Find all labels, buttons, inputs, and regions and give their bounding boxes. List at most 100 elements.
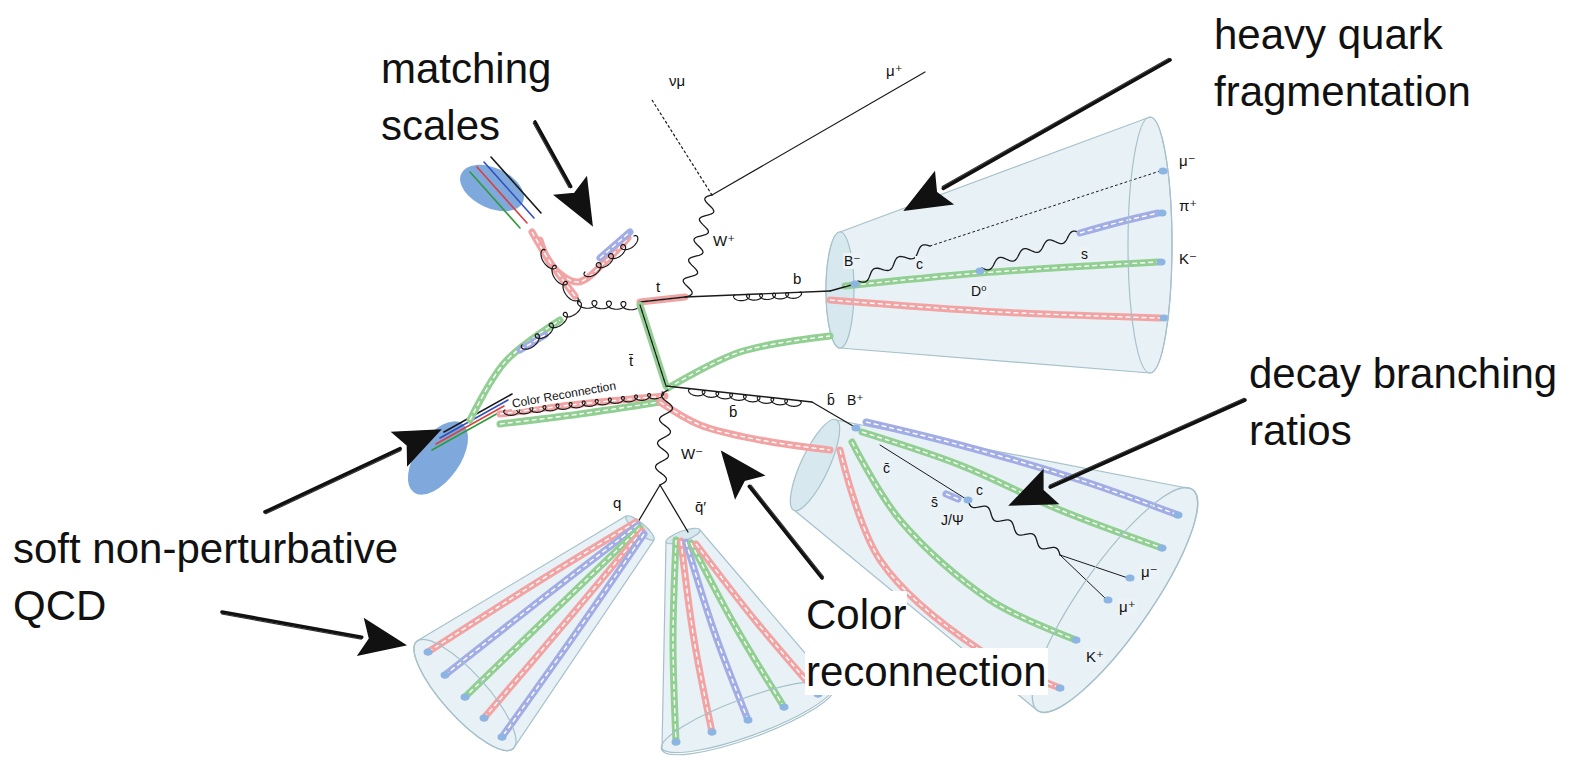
annotation-arrow: [222, 612, 362, 637]
particle-label-box: b̄: [728, 403, 738, 420]
hadron-dot: [1104, 597, 1113, 604]
quark-track: [502, 534, 644, 737]
particle-label: J/Ψ: [940, 512, 965, 528]
annotation-arrow: [1050, 400, 1245, 487]
track-core: [696, 544, 818, 694]
gluon-line: [577, 300, 640, 310]
particle-label: μ⁺: [1118, 598, 1137, 615]
track-core: [640, 297, 685, 302]
particle-label-box: νμ: [668, 72, 686, 89]
annotation-arrow-sketch: [942, 58, 1169, 186]
hadron-dot: [1159, 168, 1168, 175]
quark-track: [830, 300, 1160, 318]
particle-label: c: [915, 256, 924, 272]
track-core: [520, 335, 545, 350]
particle-label: K⁻: [1178, 250, 1198, 267]
hadron-dot: [461, 694, 470, 701]
quark-track: [660, 402, 830, 450]
cone-narrow-end: [781, 414, 849, 516]
particle-label: μ⁺: [885, 62, 904, 79]
particle-label-box: K⁻: [1178, 250, 1198, 267]
jet-cone: [792, 420, 1198, 712]
hadron-dot: [708, 729, 717, 736]
top-quark-line: [640, 297, 685, 302]
particle-label: B⁻: [843, 253, 862, 269]
particle-label: νμ: [668, 72, 686, 89]
annotation-label: decay branching ratios: [1248, 350, 1558, 454]
hadron-dot: [424, 649, 433, 656]
parton-line: [436, 406, 504, 444]
parton-line: [491, 157, 541, 213]
particle-label: K⁺: [1085, 648, 1105, 665]
quark-track: [484, 531, 642, 718]
b-quark-line: [685, 291, 830, 297]
cone-wide-end: [1128, 117, 1172, 373]
annotation-arrow: [749, 486, 822, 578]
particle-label-box: q: [612, 494, 622, 511]
gluon-line: [689, 389, 802, 406]
particle-label: b̄: [728, 403, 738, 420]
boson-line: [982, 231, 1080, 270]
neutrino-line: [652, 100, 712, 195]
quark-track: [946, 494, 958, 499]
quark-track: [640, 305, 666, 386]
particle-label-box: s̄: [930, 494, 939, 510]
particle-label-box: t: [655, 278, 661, 295]
track-core: [866, 422, 1178, 515]
hadron-dot: [498, 734, 507, 741]
cone-narrow-end: [826, 232, 854, 348]
annotation-arrow-sketch: [751, 485, 824, 577]
hadron-dot: [1056, 685, 1065, 692]
particle-label: b̄: [826, 392, 836, 408]
particle-label-box: W⁻: [680, 445, 704, 462]
arrow-head: [393, 430, 440, 465]
track-core: [502, 534, 644, 737]
particle-label-box: b̄: [826, 392, 836, 408]
particle-label-box: J/Ψ: [940, 512, 965, 528]
annotation-label: heavy quark fragmentation: [1213, 11, 1472, 115]
b-quark-line: [666, 386, 812, 402]
particle-label: W⁺: [712, 232, 736, 249]
boson-line: [656, 390, 673, 485]
line-label: Color Reconnection: [510, 378, 618, 410]
parton-line: [477, 167, 527, 223]
gluon-line: [734, 292, 802, 301]
gluon-line: [541, 249, 578, 301]
hadron-dot: [1160, 315, 1169, 322]
arrow-head: [905, 173, 952, 210]
antitop-quark-line: [640, 305, 666, 386]
annotation-arrow-sketch: [266, 450, 401, 513]
hadron-dot: [672, 739, 681, 746]
hadron-dot: [976, 268, 985, 275]
parton-line: [484, 162, 534, 218]
track-core: [600, 232, 630, 258]
quark-track: [691, 543, 784, 707]
annotation-label-box: heavy quark fragmentation: [1213, 6, 1503, 120]
hadron-dot: [964, 497, 973, 504]
hadron-dot: [1126, 575, 1135, 582]
particle-label: π⁺: [1178, 197, 1198, 214]
annotation-label-box: decay branching ratios: [1248, 345, 1568, 459]
quark-track: [668, 336, 830, 388]
particle-label: t̄: [628, 352, 634, 369]
boson-line: [683, 195, 714, 297]
annotation-label: Color reconnection: [805, 591, 1048, 695]
quark-track: [845, 262, 1158, 286]
particle-label: B⁺: [846, 392, 865, 408]
particle-label-box: c: [975, 482, 984, 498]
particle-label-box: c̄: [882, 460, 891, 476]
track-core: [668, 336, 830, 388]
particle-label-box: μ⁺: [1118, 598, 1137, 615]
particle-label: q: [612, 494, 622, 511]
hadron-dot: [1157, 259, 1166, 266]
arrow-head: [722, 452, 763, 498]
track-core: [484, 531, 642, 718]
particle-label: b: [792, 270, 802, 287]
particle-label: t: [655, 278, 661, 295]
cone-wide-end: [400, 627, 529, 763]
track-core: [532, 232, 575, 296]
arrow-head: [359, 619, 405, 654]
particle-label: c̄: [882, 460, 891, 476]
track-core: [660, 402, 830, 450]
track-core: [691, 543, 784, 707]
